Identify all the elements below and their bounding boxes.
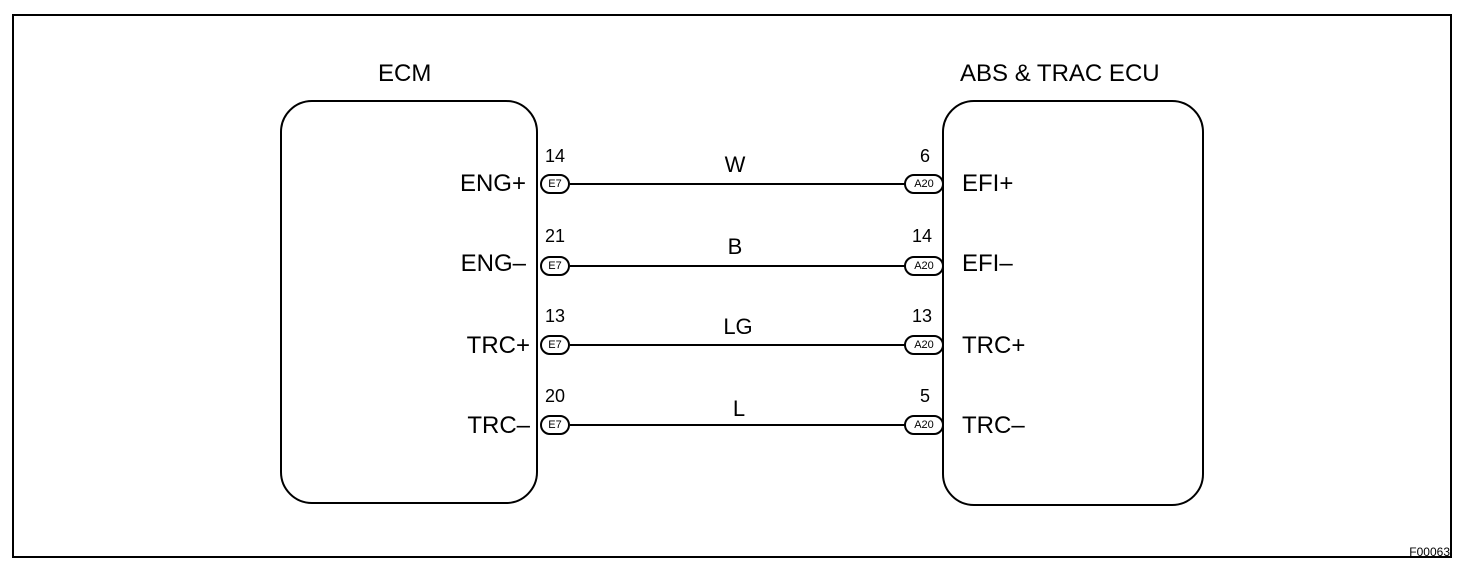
abs-connector: A20 [904, 335, 944, 355]
ecm-pin-label: TRC– [467, 412, 530, 439]
ecm-connector: E7 [540, 415, 570, 435]
wire-color-label: L [732, 396, 746, 421]
wire-color-label: B [727, 234, 743, 259]
abs-connector: A20 [904, 415, 944, 435]
ecm-connector: E7 [540, 335, 570, 355]
ecm-connector: E7 [540, 256, 570, 276]
abs-pin-label: TRC– [962, 412, 1025, 439]
ecm-pin-number: 21 [545, 226, 566, 246]
diagram-frame [12, 14, 1452, 558]
abs-pin-number: 6 [920, 146, 931, 166]
ecm-pin-number: 20 [545, 386, 566, 406]
abs-pin-label: TRC+ [962, 332, 1026, 359]
ecm-box [280, 100, 538, 504]
wire [570, 265, 906, 267]
ecm-pin-label: ENG– [460, 250, 526, 277]
wire-color-label: LG [723, 314, 753, 339]
wire [570, 424, 906, 426]
wire [570, 183, 906, 185]
abs-pin-label: EFI– [962, 250, 1013, 277]
abs-connector: A20 [904, 174, 944, 194]
ecm-title: ECM [378, 60, 432, 87]
abs-pin-number: 14 [912, 226, 933, 246]
abs-pin-number: 13 [912, 306, 933, 326]
ecm-pin-label: TRC+ [466, 332, 530, 359]
wire-color-label: W [724, 152, 746, 177]
abs-ecu-box [942, 100, 1204, 506]
ecm-pin-label: ENG+ [459, 170, 526, 197]
abs-ecu-title: ABS & TRAC ECU [960, 60, 1160, 87]
ecm-connector: E7 [540, 174, 570, 194]
abs-pin-label: EFI+ [962, 170, 1014, 197]
ecm-pin-number: 14 [545, 146, 566, 166]
abs-pin-number: 5 [920, 386, 931, 406]
figure-code: F00063 [1409, 545, 1450, 559]
abs-connector: A20 [904, 256, 944, 276]
ecm-pin-number: 13 [545, 306, 566, 326]
wire [570, 344, 906, 346]
